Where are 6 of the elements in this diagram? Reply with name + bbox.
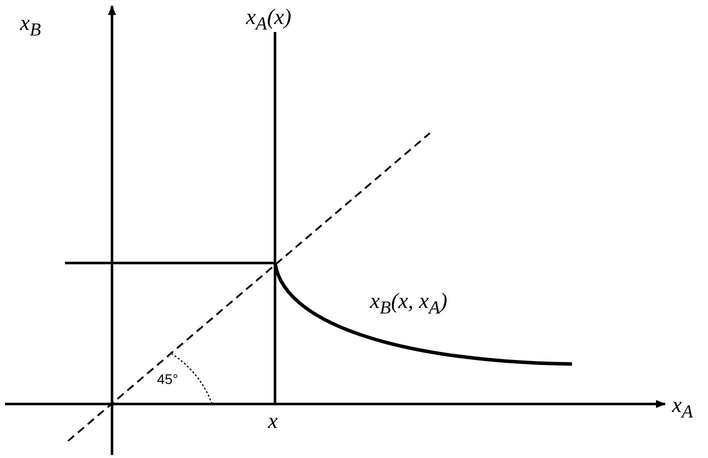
axis-label: x$_{A}$(x) <box>246 6 292 33</box>
tick-label: x <box>268 410 278 432</box>
axis-label: x$_{A}$ <box>672 394 693 421</box>
angle-label: 45° <box>157 372 178 386</box>
axis-label: x$_{B}$ <box>20 12 41 39</box>
curve-label: x$_{B}$(x, x$_{A}$) <box>370 290 448 317</box>
